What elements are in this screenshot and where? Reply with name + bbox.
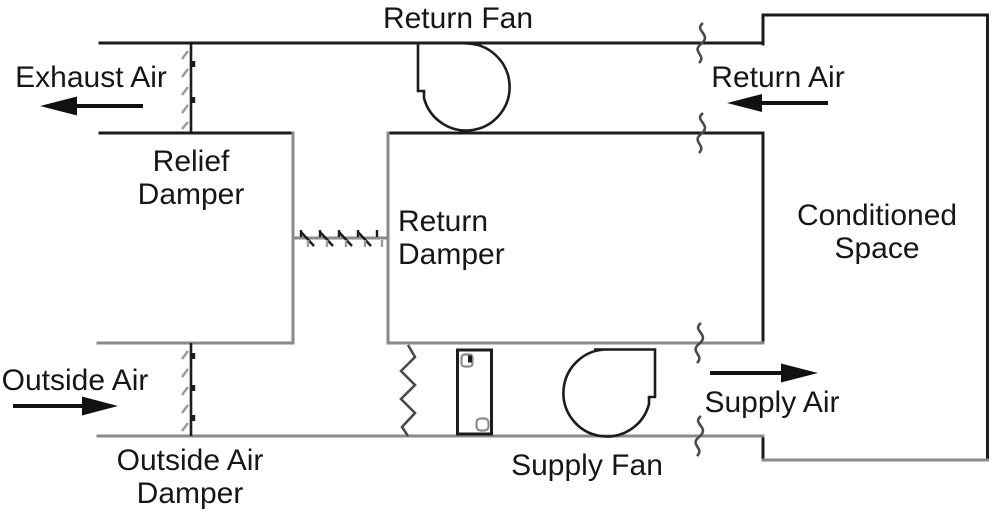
duct-break-icon [694,321,705,364]
supply-air-label: Supply Air [704,386,840,419]
relief-damper-label: Relief Damper [137,145,245,211]
coil-box-icon [456,348,493,436]
exhaust-air-label: Exhaust Air [15,61,167,94]
return-fan-icon [416,42,511,132]
supply-fan-label: Supply Fan [511,449,663,482]
exhaust-air-arrow [40,96,143,116]
duct-lines-gray [96,131,989,462]
return-fan-label: Return Fan [382,2,534,35]
duct-lines-dark [98,13,989,462]
duct-break-icon [694,414,705,457]
conditioned-space-label: Conditioned Space [796,199,958,265]
outside-air-damper-icon [181,343,196,436]
duct-break-icon [696,21,707,64]
outside-air-label: Outside Air [1,364,149,397]
supply-air-arrow [710,363,818,383]
duct-breaks [694,21,707,457]
outside-air-damper-label: Outside Air Damper [116,444,264,510]
conditioned-space-wall-top-right [761,13,989,462]
duct-break-icon [696,111,707,154]
return-damper-icon [299,230,384,247]
fan-scrolls [416,42,657,438]
filter-zigzag-icon [399,344,417,437]
return-air-arrow [727,94,828,112]
return-air-label: Return Air [711,61,845,94]
flow-arrows [13,94,828,416]
outside-air-arrow [13,396,118,416]
supply-fan-icon [562,348,657,438]
return-damper-label: Return Damper [398,205,505,271]
relief-damper-icon [181,43,196,133]
